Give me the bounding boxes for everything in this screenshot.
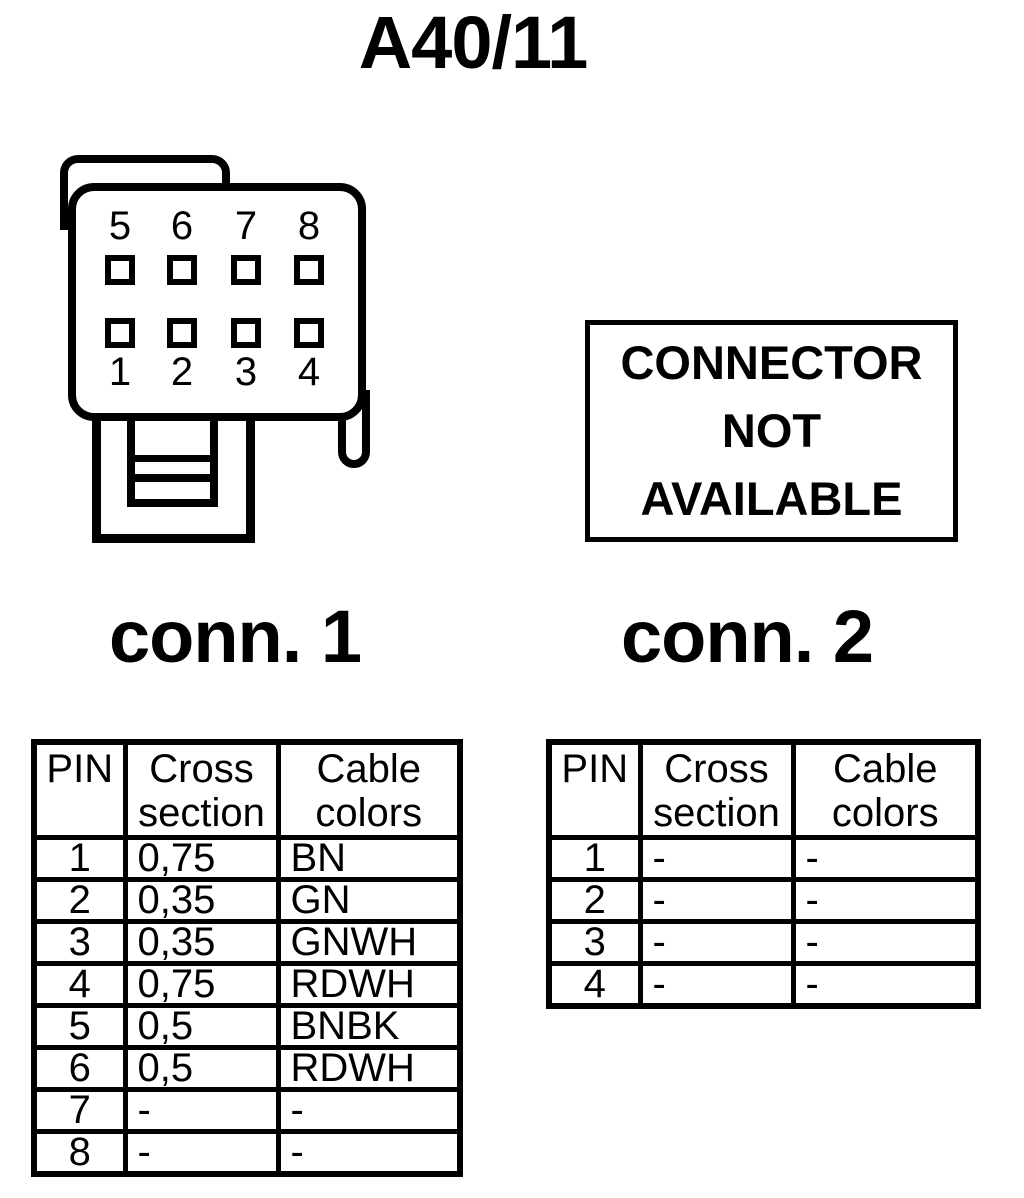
cross-section-cell: 0,35: [122, 919, 281, 966]
pin-cell: 4: [31, 961, 128, 1008]
header-pin: PIN: [31, 739, 128, 840]
header-cross-section: Cross section: [637, 739, 796, 840]
header-cable-colors: Cable colors: [790, 739, 981, 840]
table-row: 8 - -: [31, 1129, 463, 1177]
header-cable-colors: Cable colors: [275, 739, 463, 840]
table-row: 7 - -: [31, 1087, 463, 1134]
table-row: 2 0,35 GN: [31, 877, 463, 924]
table-row: 1 0,75 BN: [31, 835, 463, 882]
cable-color-cell: -: [790, 919, 981, 966]
pin-square-5: [105, 255, 135, 285]
conn1-label: conn. 1: [108, 595, 362, 678]
table-row: 5 0,5 BNBK: [31, 1003, 463, 1050]
connector-not-available-box: CONNECTOR NOT AVAILABLE: [585, 320, 958, 542]
pin-label-8: 8: [297, 204, 321, 248]
pin-label-2: 2: [170, 350, 194, 394]
pin-cell: 8: [31, 1129, 128, 1177]
cross-section-cell: -: [637, 835, 796, 882]
pin-cell: 7: [31, 1087, 128, 1134]
table-header-row: PIN Cross section Cable colors: [546, 739, 981, 840]
pin-square-7: [231, 255, 261, 285]
table-row: 3 0,35 GNWH: [31, 919, 463, 966]
cable-color-cell: BN: [275, 835, 463, 882]
cross-section-cell: -: [637, 919, 796, 966]
table-header-row: PIN Cross section Cable colors: [31, 739, 463, 840]
pin-square-6: [167, 255, 197, 285]
pin-square-2: [167, 318, 197, 348]
pin-label-6: 6: [170, 204, 194, 248]
table-row: 4 0,75 RDWH: [31, 961, 463, 1008]
table-row: 2 - -: [546, 877, 981, 924]
cross-section-cell: 0,5: [122, 1003, 281, 1050]
header-pin: PIN: [546, 739, 643, 840]
cable-color-cell: GNWH: [275, 919, 463, 966]
cross-section-cell: -: [637, 877, 796, 924]
cross-section-cell: 0,5: [122, 1045, 281, 1092]
pin-cell: 2: [546, 877, 643, 924]
cable-color-cell: -: [275, 1129, 463, 1177]
connector-not-available-text: CONNECTOR NOT AVAILABLE: [620, 336, 923, 525]
table-row: 3 - -: [546, 919, 981, 966]
connector-body: [68, 183, 366, 421]
header-cross-section: Cross section: [122, 739, 281, 840]
pin-square-4: [294, 318, 324, 348]
cross-section-cell: 0,75: [122, 961, 281, 1008]
pin-cell: 6: [31, 1045, 128, 1092]
pin-cell: 3: [546, 919, 643, 966]
pin-cell: 2: [31, 877, 128, 924]
pin-cell: 3: [31, 919, 128, 966]
pin-cell: 1: [546, 835, 643, 882]
conn2-pin-table: PIN Cross section Cable colors 1 - - 2 -…: [546, 739, 981, 1009]
pin-cell: 4: [546, 961, 643, 1009]
cable-color-cell: -: [275, 1087, 463, 1134]
cable-color-cell: GN: [275, 877, 463, 924]
pin-label-5: 5: [108, 204, 132, 248]
pin-cell: 1: [31, 835, 128, 882]
cable-color-cell: RDWH: [275, 1045, 463, 1092]
table-row: 6 0,5 RDWH: [31, 1045, 463, 1092]
conn1-pin-table: PIN Cross section Cable colors 1 0,75 BN…: [31, 739, 463, 1177]
cable-color-cell: -: [790, 961, 981, 1009]
cable-color-cell: -: [790, 877, 981, 924]
table-row: 4 - -: [546, 961, 981, 1009]
cross-section-cell: 0,75: [122, 835, 281, 882]
pin-label-3: 3: [234, 350, 258, 394]
slot-divider-line: [135, 474, 210, 482]
cross-section-cell: -: [637, 961, 796, 1009]
cable-color-cell: RDWH: [275, 961, 463, 1008]
table-row: 1 - -: [546, 835, 981, 882]
cross-section-cell: 0,35: [122, 877, 281, 924]
pin-label-1: 1: [108, 350, 132, 394]
pin-square-8: [294, 255, 324, 285]
cable-color-cell: -: [790, 835, 981, 882]
page-title: A40/11: [358, 1, 589, 84]
pin-square-3: [231, 318, 261, 348]
cross-section-cell: -: [122, 1129, 281, 1177]
pin-label-4: 4: [297, 350, 321, 394]
slot-divider-line: [135, 455, 210, 462]
pin-square-1: [105, 318, 135, 348]
cross-section-cell: -: [122, 1087, 281, 1134]
conn2-label: conn. 2: [620, 595, 874, 678]
pin-cell: 5: [31, 1003, 128, 1050]
pin-label-7: 7: [234, 204, 258, 248]
cable-color-cell: BNBK: [275, 1003, 463, 1050]
